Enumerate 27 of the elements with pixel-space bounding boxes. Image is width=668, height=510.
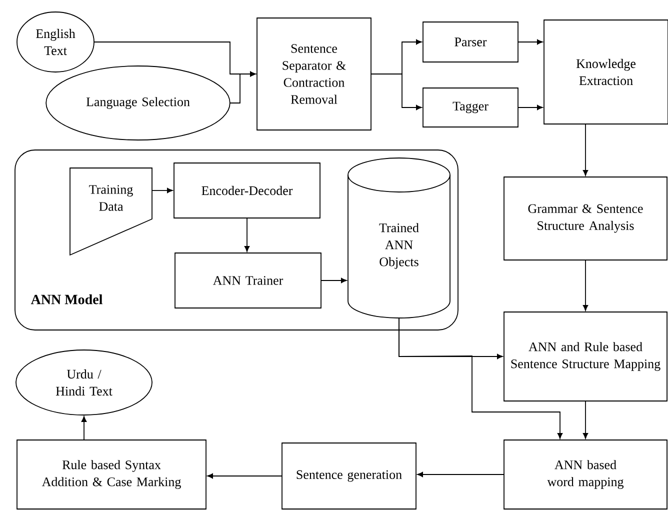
arrow bbox=[398, 318, 563, 439]
arrow bbox=[582, 260, 588, 311]
arrow bbox=[320, 278, 347, 284]
process-box: ANN Trainer bbox=[174, 252, 322, 308]
process-box: Parser bbox=[422, 22, 518, 62]
arrow bbox=[518, 104, 543, 110]
arrow bbox=[417, 472, 504, 478]
database-cylinder: Trained ANN Objects bbox=[348, 158, 450, 318]
process-box: Tagger bbox=[422, 88, 518, 128]
process-box: Sentence generation bbox=[282, 442, 416, 510]
arrow bbox=[582, 400, 588, 439]
process-box: Rule based Syntax Addition & Case Marking bbox=[16, 440, 206, 510]
process-box: Encoder-Decoder bbox=[174, 162, 320, 218]
process-box: ANN and Rule based Sentence Structure Mapping bbox=[504, 312, 668, 402]
node-label: Trained ANN Objects bbox=[379, 223, 419, 269]
arrow bbox=[582, 124, 588, 176]
arrow bbox=[81, 416, 87, 440]
process-box: Knowledge Extraction bbox=[544, 20, 668, 124]
arrow bbox=[152, 188, 173, 194]
arrow bbox=[207, 473, 282, 479]
arrow bbox=[244, 218, 250, 252]
process-box: Sentence Separator & Contraction Removal bbox=[256, 18, 372, 130]
arrow bbox=[229, 71, 256, 104]
process-box: ANN based word mapping bbox=[504, 440, 668, 510]
arrow bbox=[518, 39, 543, 45]
process-box: Grammar & Sentence Structure Analysis bbox=[504, 176, 668, 260]
arrow bbox=[370, 74, 422, 110]
